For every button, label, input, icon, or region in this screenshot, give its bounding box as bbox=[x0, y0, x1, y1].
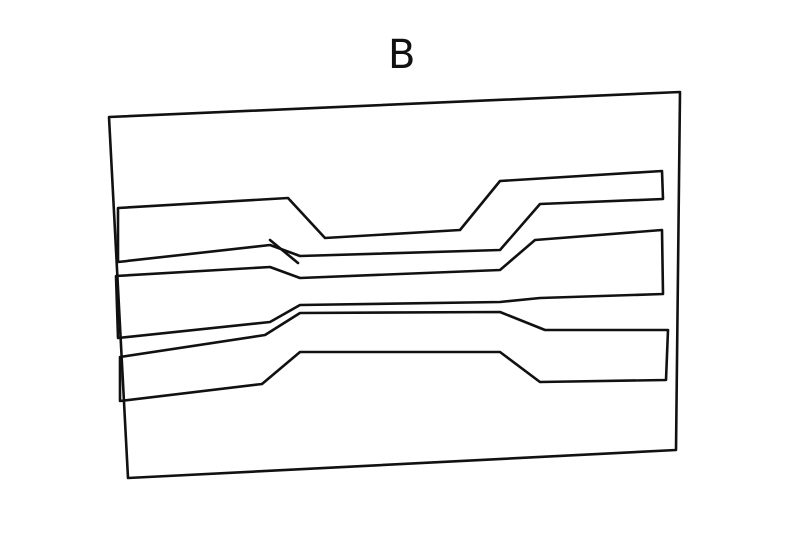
band-lower-hatched bbox=[118, 310, 670, 403]
figure-label: B bbox=[388, 32, 415, 78]
band-middle-hatched bbox=[114, 228, 665, 340]
upper-band-notch-line bbox=[268, 238, 300, 265]
band-upper-hatched bbox=[116, 169, 665, 264]
frame-outline bbox=[107, 90, 682, 480]
